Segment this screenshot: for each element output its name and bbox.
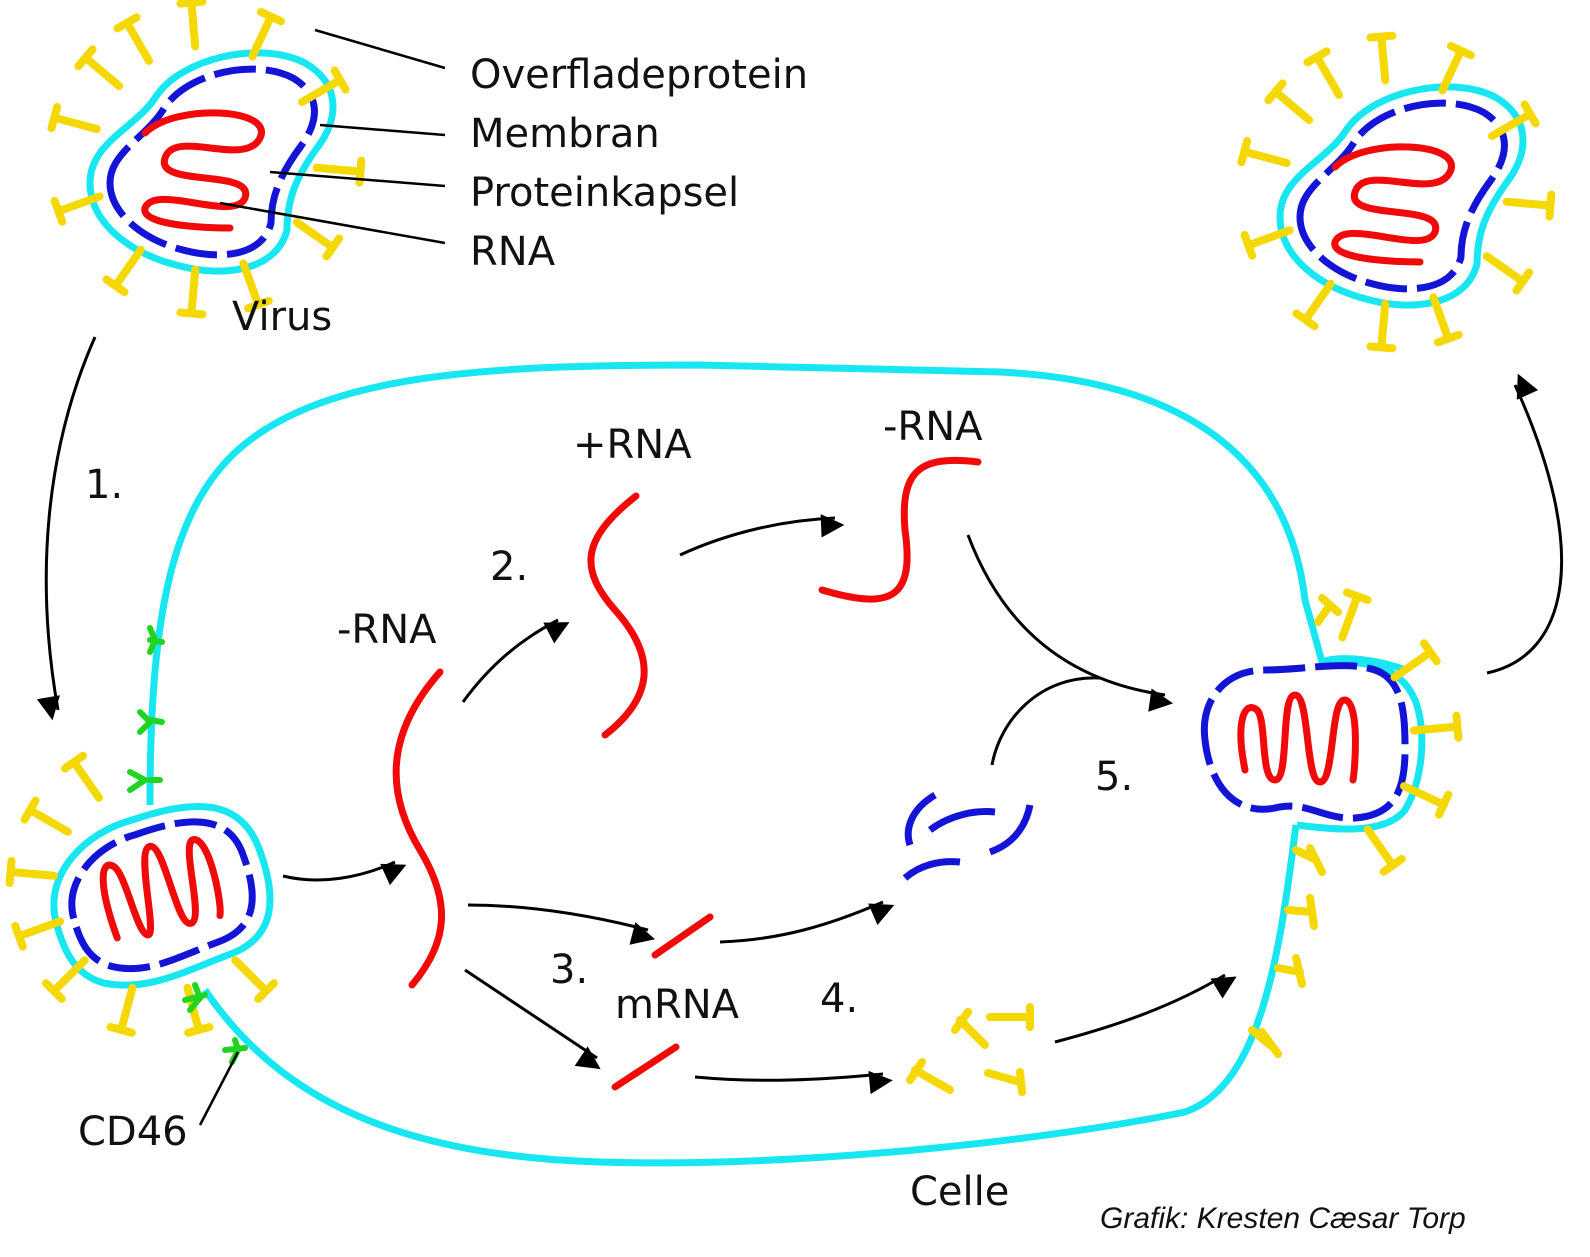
- virus-free: [47, 0, 366, 319]
- label-mrna: mRNA: [615, 982, 740, 1028]
- cell-membrane: [146, 361, 1407, 1167]
- cd46-receptors: [127, 625, 248, 1065]
- arrow-step2b: [679, 514, 845, 557]
- minus-rna-strand-top: [818, 456, 982, 603]
- surface-protein-spike: [176, 0, 207, 51]
- surface-protein-spike: [1303, 47, 1343, 99]
- label-step3: 3.: [550, 947, 588, 993]
- label-step5: 5.: [1095, 754, 1133, 800]
- pointer-proteinkapsel: [269, 170, 446, 188]
- surface-protein-spike: [11, 917, 65, 951]
- surface-protein-spike: [1363, 825, 1406, 876]
- surface-protein-spike: [1488, 100, 1540, 140]
- surface-protein-spike: [113, 13, 153, 65]
- surface-protein-spike: [1400, 782, 1453, 819]
- surface-protein-spike: [292, 218, 344, 261]
- surface-protein-spike: [1502, 190, 1556, 221]
- surface-protein-spike: [50, 192, 104, 226]
- arrow-uncoating: [282, 860, 407, 886]
- label-overfladeprotein: Overfladeprotein: [470, 52, 808, 98]
- label-rna: RNA: [470, 229, 556, 275]
- surface-protein-spike: [1366, 31, 1397, 85]
- label-membran: Membran: [470, 111, 660, 157]
- arrow-proteins-to-membrane: [1054, 973, 1237, 1044]
- label-step4: 4.: [820, 976, 858, 1022]
- surface-protein-spike: [1390, 639, 1441, 682]
- arrow-capsid-to-assembly: [990, 676, 1101, 766]
- credit-text: Grafik: Kresten Cæsar Torp: [1100, 1202, 1466, 1235]
- label-minus-rna-top: -RNA: [883, 404, 983, 450]
- cell-surface-proteins: [1248, 594, 1342, 1058]
- arrow-release: [1486, 373, 1563, 675]
- arrow-step3b: [464, 968, 601, 1070]
- mrna-strand-1: [651, 913, 714, 959]
- surface-protein-spike: [1409, 711, 1463, 742]
- label-step1: 1.: [85, 462, 123, 508]
- surface-protein-spike: [1237, 136, 1291, 167]
- surface-protein-spike: [1264, 79, 1314, 124]
- surface-protein-spike: [60, 751, 103, 802]
- arrow-to-assembly-top: [966, 534, 1174, 712]
- pointer-overfladeprotein: [314, 28, 446, 70]
- label-plus-rna: +RNA: [573, 422, 692, 468]
- surface-protein-spike: [1438, 41, 1475, 95]
- capsid-fragments: [902, 791, 1034, 881]
- virus-released: [1237, 31, 1556, 353]
- arrow-step4: [694, 1070, 893, 1095]
- pointer-cd46: [198, 1051, 240, 1126]
- surface-protein-spike: [1338, 588, 1372, 642]
- surface-protein-spike: [231, 956, 278, 1003]
- surface-protein-spike: [1292, 279, 1335, 331]
- arrow-step2a: [461, 618, 570, 703]
- free-surface-proteins: [906, 1003, 1034, 1096]
- label-cd46: CD46: [78, 1109, 188, 1155]
- surface-protein-spike: [176, 265, 207, 319]
- label-step2: 2.: [490, 544, 528, 590]
- surface-protein-spike: [1482, 252, 1534, 295]
- pointer-membran: [319, 123, 446, 137]
- surface-protein-spike: [1429, 293, 1463, 347]
- surface-protein-spike: [20, 796, 72, 836]
- surface-protein-spike: [1240, 226, 1294, 260]
- arrow-step3a: [467, 903, 656, 945]
- arrow-step1: [36, 336, 97, 721]
- label-minus-rna-left: -RNA: [337, 607, 437, 653]
- virus-attaching: [5, 751, 278, 1037]
- plus-rna-strand: [587, 492, 648, 739]
- label-proteinkapsel: Proteinkapsel: [470, 170, 739, 216]
- surface-protein-spike: [106, 983, 137, 1037]
- surface-protein-spike: [42, 956, 89, 1003]
- virus-budding: [1200, 588, 1463, 876]
- arrow-to-capsid: [719, 900, 895, 944]
- minus-rna-strand-left: [392, 668, 446, 989]
- surface-protein-spike: [74, 45, 124, 90]
- mrna-strand-2: [611, 1043, 680, 1091]
- surface-protein-spike: [102, 245, 145, 297]
- surface-protein-spike: [47, 102, 101, 133]
- surface-protein-spike: [298, 66, 350, 106]
- surface-protein-spike: [248, 7, 285, 61]
- label-celle: Celle: [910, 1169, 1009, 1215]
- surface-protein-spike: [5, 856, 59, 887]
- surface-protein-spike: [239, 259, 273, 313]
- pointer-rna: [219, 201, 446, 245]
- surface-protein-spike: [1366, 299, 1397, 353]
- label-virus: Virus: [232, 294, 332, 340]
